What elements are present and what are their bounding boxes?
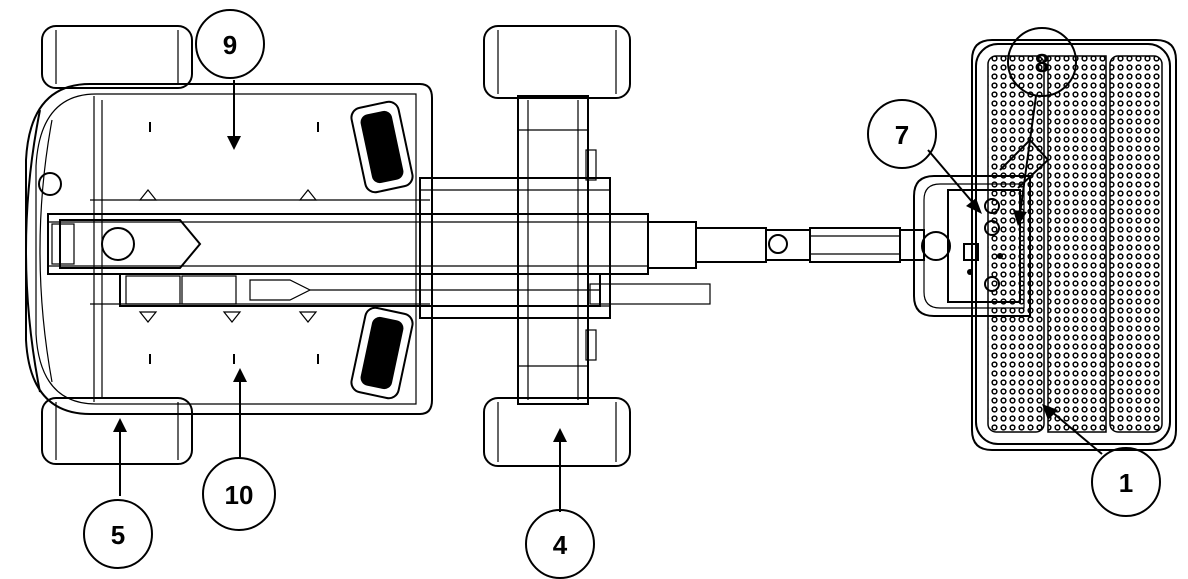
boom [47,213,951,307]
wheel-rear-bottom [41,397,193,465]
wheel-rear-top [41,25,193,89]
callout-1: 1 [1091,447,1161,517]
callout-5-label: 5 [111,520,125,550]
wheel-front-bottom [483,397,631,467]
callout-5: 5 [83,499,153,569]
front-axle [517,95,597,405]
arrow-5 [113,418,127,496]
arrow-7 [927,149,982,214]
chassis [419,177,611,319]
callout-4: 4 [525,509,595,579]
callout-9-label: 9 [223,30,237,60]
control-box-frame [913,138,1050,317]
arrow-4 [553,428,567,512]
callout-10-label: 10 [225,480,254,510]
callout-7: 7 [867,99,937,169]
callout-7-label: 7 [895,120,909,150]
callout-8-label: 8 [1035,48,1049,78]
callout-10: 10 [202,457,276,531]
callout-1-label: 1 [1119,468,1133,498]
platform [971,39,1177,451]
callout-4-label: 4 [553,530,568,560]
turntable-body [25,83,433,415]
arrow-9 [227,80,241,150]
arrow-10 [233,368,247,458]
arrow-8 [1013,95,1037,226]
wheel-front-top [483,25,631,99]
callout-9: 9 [195,9,265,79]
arrow-1 [1042,404,1103,455]
callout-8: 8 [1007,27,1077,97]
